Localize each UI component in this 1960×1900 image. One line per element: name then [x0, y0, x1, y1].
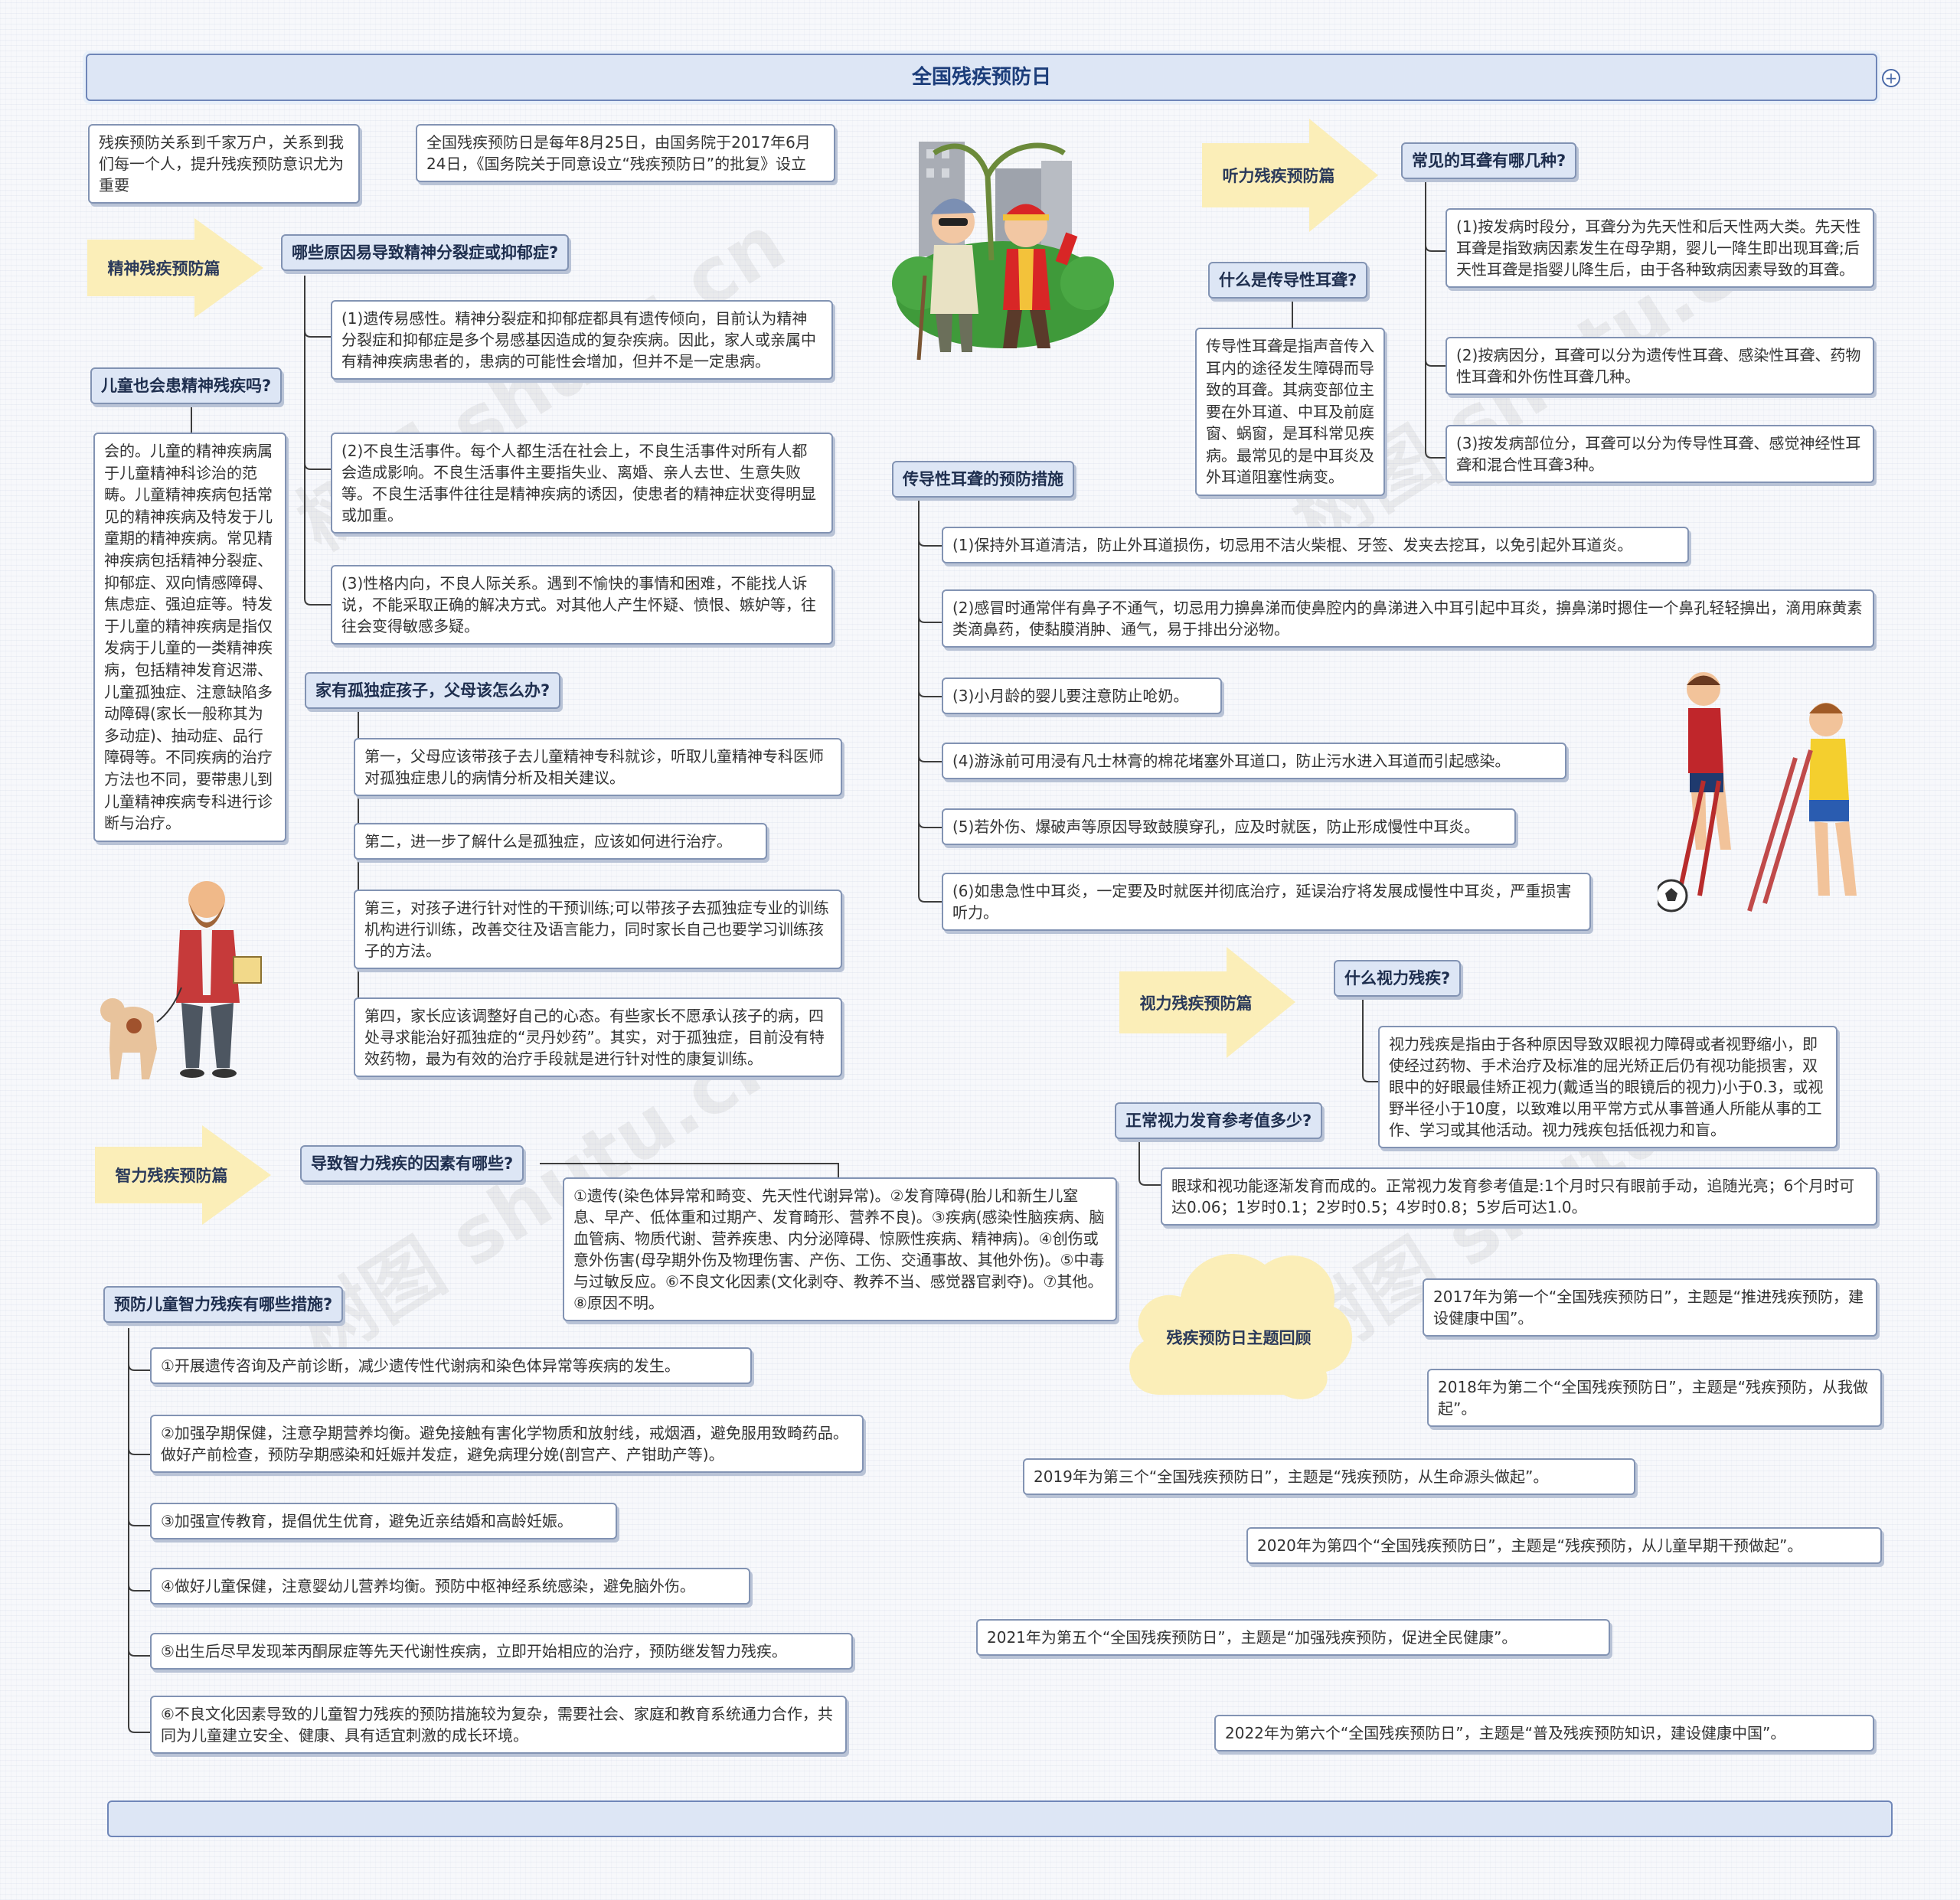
intro-date-note: 全国残疾预防日是每年8月25日，由国务院于2017年6月24日，《国务院关于同意…	[416, 124, 835, 182]
intro-note: 残疾预防关系到千家万户，关系到我们每一个人，提升残疾预防意识尤为重要	[88, 124, 360, 204]
intel-question-measures: 预防儿童智力残疾有哪些措施?	[103, 1286, 344, 1323]
mental-answer-genetics: (1)遗传易感性。精神分裂症和抑郁症都具有遗传倾向，目前认为精神分裂症和抑郁症是…	[331, 300, 833, 380]
intel-measure-2: ②加强孕期保健，注意孕期营养均衡。避免接触有害化学物质和放射线，戒烟酒，避免服用…	[150, 1415, 864, 1473]
prevention-3: (3)小月龄的婴儿要注意防止呛奶。	[942, 677, 1222, 714]
intel-measure-4: ④做好儿童保健，注意婴幼儿营养均衡。预防中枢神经系统感染，避免脑外伤。	[150, 1568, 750, 1605]
hearing-type-by-cause: (2)按病因分，耳聋可以分为遗传性耳聋、感染性耳聋、药物性耳聋和外伤性耳聋几种。	[1446, 337, 1874, 395]
vision-answer-reference: 眼球和视功能逐渐发育而成的。正常视力发育参考值是:1个月时只有眼前手动，追随光亮…	[1161, 1167, 1877, 1226]
vision-section-arrow: 视力残疾预防篇	[1119, 947, 1295, 1058]
arrow-label: 精神残疾预防篇	[107, 260, 220, 278]
expand-icon[interactable]: +	[1882, 69, 1900, 87]
autism-step-1: 第一，父母应该带孩子去儿童精神专科就诊，听取儿童精神专科医师对孤独症患儿的病情分…	[354, 738, 842, 796]
theme-2021: 2021年为第五个“全国残疾预防日”，主题是“加强残疾预防，促进全民健康”。	[976, 1619, 1610, 1656]
autism-step-2: 第二，进一步了解什么是孤独症，应该如何进行治疗。	[354, 823, 767, 860]
cloud-label: 残疾预防日主题回顾	[1166, 1329, 1312, 1347]
intel-answer-causes: ①遗传(染色体异常和畸变、先天性代谢异常)。②发育障碍(胎儿和新生儿窒息、早产、…	[563, 1177, 1117, 1321]
conductive-question: 什么是传导性耳聋?	[1208, 262, 1368, 299]
mental-question-causes: 哪些原因易导致精神分裂症或抑郁症?	[281, 234, 570, 271]
intel-question-causes: 导致智力残疾的因素有哪些?	[300, 1145, 524, 1182]
prevention-4: (4)游泳前可用浸有凡士林膏的棉花堵塞外耳道口，防止污水进入耳道而引起感染。	[942, 743, 1566, 779]
hearing-type-by-site: (3)按发病部位分，耳聋可以分为传导性耳聋、感觉神经性耳聋和混合性耳聋3种。	[1446, 425, 1874, 483]
man-with-dog-illustration	[100, 881, 262, 1079]
vision-answer-definition: 视力残疾是指由于各种原因导致双眼视力障碍或者视野缩小，即使经过药物、手术治疗及标…	[1378, 1026, 1838, 1148]
prevention-1: (1)保持外耳道清洁，防止外耳道损伤，切忌用不洁火柴棍、牙签、发夹去挖耳，以免引…	[942, 527, 1689, 563]
mental-answer-life-events: (2)不良生活事件。每个人都生活在社会上，不良生活事件对所有人都会造成影响。不良…	[331, 433, 833, 534]
autism-step-3: 第三，对孩子进行针对性的干预训练;可以带孩子去孤独症专业的训练机构进行训练，改善…	[354, 890, 842, 969]
theme-2020: 2020年为第四个“全国残疾预防日”，主题是“残疾预防，从儿童早期干预做起”。	[1246, 1527, 1882, 1564]
intel-measure-6: ⑥不良文化因素导致的儿童智力残疾的预防措施较为复杂，需要社会、家庭和教育系统通力…	[150, 1696, 847, 1754]
intel-measure-1: ①开展遗传咨询及产前诊断，减少遗传性代谢病和染色体异常等疾病的发生。	[150, 1347, 752, 1384]
intel-measure-5: ⑤出生后尽早发现苯丙酮尿症等先天代谢性疾病，立即开始相应的治疗，预防继发智力残疾…	[150, 1633, 853, 1670]
theme-2022: 2022年为第六个“全国残疾预防日”，主题是“普及残疾预防知识，建设健康中国”。	[1214, 1715, 1874, 1751]
hearing-section-arrow: 听力残疾预防篇	[1202, 119, 1378, 232]
theme-2018: 2018年为第二个“全国残疾预防日”，主题是“残疾预防，从我做起”。	[1427, 1369, 1882, 1427]
child-mental-answer: 会的。儿童的精神疾病属于儿童精神科诊治的范畴。儿童精神疾病包括常见的精神疾病及特…	[93, 433, 286, 842]
conductive-answer: 传导性耳聋是指声音传入耳内的途径发生障碍而导致的耳聋。其病变部位主要在外耳道、中…	[1195, 328, 1385, 496]
vision-question-reference: 正常视力发育参考值多少?	[1115, 1102, 1323, 1139]
child-mental-question: 儿童也会患精神残疾吗?	[90, 367, 283, 404]
prevention-2: (2)感冒时通常伴有鼻子不通气，切忌用力擤鼻涕而使鼻腔内的鼻涕进入中耳引起中耳炎…	[942, 589, 1874, 648]
theme-2019: 2019年为第三个“全国残疾预防日”，主题是“残疾预防，从生命源头做起”。	[1023, 1458, 1635, 1495]
theme-cloud: 残疾预防日主题回顾	[1119, 1234, 1358, 1410]
autism-question: 家有孤独症孩子，父母该怎么办?	[305, 672, 561, 709]
vision-question-definition: 什么视力残疾?	[1334, 960, 1462, 997]
arrow-label: 智力残疾预防篇	[115, 1167, 228, 1185]
conductive-prevention-label: 传导性耳聋的预防措施	[892, 461, 1074, 498]
prevention-5: (5)若外伤、爆破声等原因导致鼓膜穿孔，应及时就医，防止形成慢性中耳炎。	[942, 808, 1516, 845]
footer-bar	[107, 1800, 1893, 1837]
autism-step-4: 第四，家长应该调整好自己的心态。有些家长不愿承认孩子的病，四处寻求能治好孤独症的…	[354, 997, 842, 1077]
arrow-label: 视力残疾预防篇	[1139, 994, 1253, 1013]
hearing-type-by-time: (1)按发病时段分，耳聋分为先天性和后天性两大类。先天性耳聋是指致病因素发生在母…	[1446, 208, 1874, 288]
elderly-child-illustration	[892, 142, 1114, 361]
hearing-question-types: 常见的耳聋有哪几种?	[1401, 142, 1577, 179]
mental-answer-personality: (3)性格内向，不良人际关系。遇到不愉快的事情和困难，不能找人诉说，不能采取正确…	[331, 565, 833, 645]
intel-section-arrow: 智力残疾预防篇	[95, 1125, 271, 1225]
football-crutches-illustration	[1658, 672, 1857, 912]
theme-2017: 2017年为第一个“全国残疾预防日”，主题是“推进残疾预防，建设健康中国”。	[1423, 1278, 1877, 1337]
arrow-label: 听力残疾预防篇	[1222, 167, 1335, 185]
prevention-6: (6)如患急性中耳炎，一定要及时就医并彻底治疗，延误治疗将发展成慢性中耳炎，严重…	[942, 873, 1591, 931]
page-title: 全国残疾预防日	[86, 54, 1877, 101]
intel-measure-3: ③加强宣传教育，提倡优生优育，避免近亲结婚和高龄妊娠。	[150, 1503, 617, 1539]
mental-section-arrow: 精神残疾预防篇	[87, 218, 263, 318]
